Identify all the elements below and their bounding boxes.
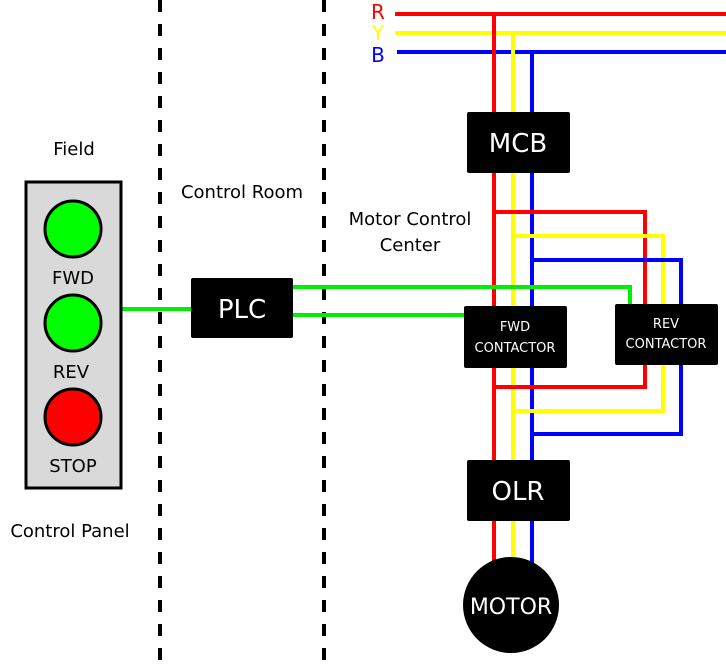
rev-wire-b-in	[532, 258, 683, 305]
rev-contactor-label-2: CONTACTOR	[626, 337, 707, 352]
rev-wire-y-out	[513, 360, 665, 413]
stop-button[interactable]	[43, 387, 103, 447]
fwd-contactor-label-1: FWD	[500, 320, 530, 335]
fwd-contactor-box	[464, 306, 567, 368]
rev-contactor-box	[615, 304, 718, 365]
rev-contactor: REV CONTACTOR	[615, 304, 718, 365]
rev-wiring	[492, 210, 683, 436]
rev-wire-b-out	[532, 360, 683, 436]
rev-contactor-label-1: REV	[653, 317, 679, 332]
rev-button[interactable]	[43, 293, 103, 353]
rev-wire-r-in	[494, 210, 647, 305]
phase-label-y: Y	[371, 21, 385, 45]
rev-button-label: REV	[53, 362, 90, 383]
phase-label-r: R	[371, 0, 385, 24]
fwd-button[interactable]	[43, 199, 103, 259]
zone-label-control-room: Control Room	[181, 182, 303, 203]
motor-body	[463, 557, 559, 653]
motor-label: MOTOR	[470, 595, 552, 620]
olr-label: OLR	[491, 477, 544, 507]
mcb-box	[467, 112, 570, 173]
zone-label-control-panel: Control Panel	[10, 521, 129, 542]
control-wiring	[122, 285, 632, 317]
stop-button-label: STOP	[49, 456, 97, 477]
bus-bars	[395, 12, 726, 54]
olr: OLR	[467, 460, 570, 521]
rev-wire-y-in	[513, 234, 665, 305]
zone-label-field: Field	[53, 139, 95, 160]
fwd-contactor-label-2: CONTACTOR	[475, 341, 556, 356]
zone-label-mcc-1: Motor Control	[349, 209, 472, 230]
plc-box	[191, 278, 293, 338]
mcb: MCB	[467, 112, 570, 173]
plc: PLC	[191, 278, 293, 338]
olr-box	[467, 460, 570, 521]
plc-label: PLC	[218, 295, 266, 325]
control-wire-plc-rev	[292, 285, 632, 305]
motor: MOTOR	[463, 557, 559, 653]
fwd-contactor: FWD CONTACTOR	[464, 306, 567, 368]
zone-label-mcc-2: Center	[380, 235, 441, 256]
mcb-label: MCB	[489, 129, 547, 159]
rev-wire-r-out	[492, 360, 647, 389]
control-panel: FWD REV STOP	[24, 180, 123, 490]
fwd-button-label: FWD	[52, 268, 94, 289]
phase-label-b: B	[371, 43, 385, 67]
